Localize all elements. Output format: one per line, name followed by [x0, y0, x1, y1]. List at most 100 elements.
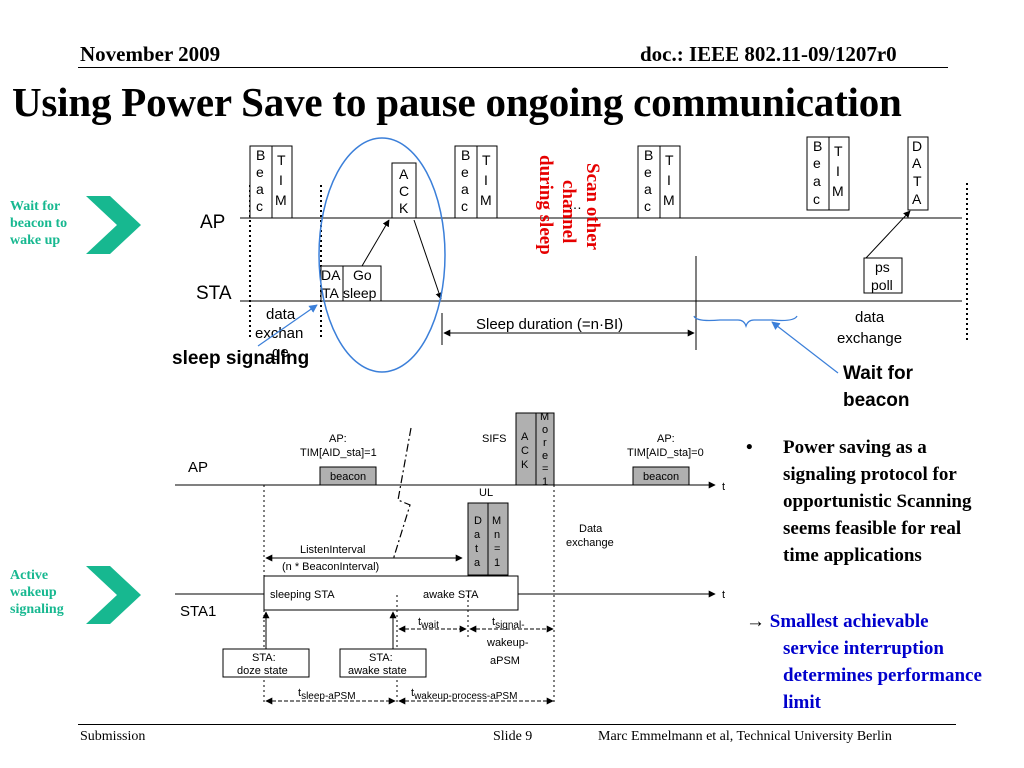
beacon-frame: B e a c	[806, 136, 830, 211]
header-date: November 2009	[80, 42, 221, 66]
data-exchange-right-label: data exchange	[837, 309, 902, 347]
tim-frame: T I M	[271, 145, 293, 219]
t-signal-label: tsignal- wakeup- aPSM	[486, 616, 529, 667]
svg-text:n: n	[494, 529, 500, 541]
sleeping-sta-label: sleeping STA	[270, 589, 335, 601]
ack-frame: A C K	[391, 162, 417, 219]
bullet-marker: •	[746, 437, 753, 458]
chevron-arrow-icon	[86, 566, 141, 624]
side-label-active-wakeup: Active wakeup signaling	[10, 567, 64, 618]
svg-text:c: c	[813, 191, 820, 207]
svg-text:D: D	[912, 138, 922, 154]
svg-text:wakeup-: wakeup-	[486, 637, 529, 649]
arrow-pspoll-to-data	[865, 210, 911, 259]
svg-text:DA: DA	[321, 267, 341, 283]
side-label-line: Wait for	[10, 199, 61, 214]
svg-text:B: B	[461, 147, 470, 163]
svg-text:beacon: beacon	[843, 390, 910, 411]
side-label-line: wakeup	[10, 585, 57, 600]
sleep-signaling-ellipse	[318, 137, 446, 373]
svg-text:Scan other: Scan other	[582, 163, 603, 251]
svg-text:Wait for: Wait for	[843, 363, 914, 384]
svg-text:A: A	[912, 155, 922, 171]
svg-text:beacon: beacon	[330, 471, 366, 483]
svg-text:Go: Go	[353, 267, 372, 283]
svg-text:T: T	[665, 152, 674, 168]
beacon-box: beacon	[319, 466, 377, 486]
header-doc-id: doc.: IEEE 802.11-09/1207r0	[640, 42, 897, 66]
svg-text:1: 1	[494, 557, 500, 569]
svg-text:poll: poll	[871, 277, 893, 293]
svg-text:c: c	[461, 198, 468, 214]
ellipsis: …	[568, 196, 582, 212]
t-wait-label: twait	[418, 616, 439, 631]
arrow-sta-to-ack	[361, 219, 390, 267]
mn-frame: M n = 1	[487, 502, 509, 576]
interruption-break-line	[392, 427, 412, 561]
svg-text:AP:: AP:	[657, 433, 675, 445]
svg-text:I: I	[484, 172, 488, 188]
svg-text:D: D	[474, 515, 482, 527]
svg-text:awake state: awake state	[348, 665, 407, 677]
svg-text:a: a	[256, 181, 264, 197]
svg-text:exchange: exchange	[566, 537, 614, 549]
svg-text:T: T	[482, 152, 491, 168]
ul-label: UL	[479, 487, 493, 499]
svg-text:M: M	[540, 411, 549, 423]
svg-text:I: I	[667, 172, 671, 188]
svg-text:a: a	[474, 557, 481, 569]
svg-text:data: data	[855, 309, 885, 326]
svg-text:STA:: STA:	[252, 652, 276, 664]
side-label-line: Active	[10, 568, 49, 583]
svg-text:e: e	[256, 164, 264, 180]
wait-beacon-brace	[693, 315, 798, 329]
svg-text:a: a	[474, 529, 481, 541]
tim-frame: T I M	[659, 145, 681, 219]
sta-data-frame: DA TA	[320, 265, 344, 302]
data-frame: D A T A	[907, 136, 929, 211]
beacon-frame: B e a c	[249, 145, 273, 219]
chevron-arrow-icon	[86, 196, 141, 254]
wait-beacon-pointer	[771, 321, 839, 374]
side-label-line: wake up	[10, 233, 61, 248]
wait-for-beacon-label: Wait for beacon	[843, 363, 914, 411]
svg-text:I: I	[279, 172, 283, 188]
bottom-data-exchange-label: Data exchange	[566, 523, 614, 549]
svg-text:M: M	[480, 192, 492, 208]
footer-author: Marc Emmelmann et al, Technical Universi…	[598, 729, 892, 744]
data-exchange-left-label: data exchan ge	[255, 306, 303, 361]
beacon-frame: B e a c	[637, 145, 661, 219]
slide-title: Using Power Save to pause ongoing commun…	[12, 79, 902, 125]
svg-text:C: C	[521, 445, 529, 457]
bullet-smallest-interruption: → Smallest achievable service interrupti…	[746, 608, 982, 716]
arrow-right-icon: →	[746, 611, 765, 632]
svg-text:tsignal-: tsignal-	[492, 616, 525, 631]
svg-text:ListenInterval: ListenInterval	[300, 544, 365, 556]
sifs-label: SIFS	[482, 433, 506, 445]
bullet-line: seems feasible for real	[783, 518, 962, 539]
svg-text:e: e	[813, 155, 821, 171]
svg-text:exchan: exchan	[255, 325, 303, 342]
sleep-duration-label: Sleep duration (=n·BI)	[476, 316, 623, 333]
svg-text:A: A	[399, 166, 409, 182]
svg-text:o: o	[542, 424, 548, 436]
svg-text:B: B	[644, 147, 653, 163]
svg-text:during sleep: during sleep	[535, 155, 556, 255]
svg-text:T: T	[913, 173, 922, 189]
ul-data-frame: D a t a	[467, 502, 489, 576]
bottom-ack-frame: A C K	[515, 412, 537, 486]
beacon-frame: B e a c	[454, 145, 478, 219]
bullet-line: time applications	[783, 545, 922, 566]
t-sleep-label: tsleep-aPSM	[298, 687, 356, 702]
svg-text:doze state: doze state	[237, 665, 288, 677]
svg-text:M: M	[275, 192, 287, 208]
svg-text:e: e	[644, 164, 652, 180]
svg-text:T: T	[277, 152, 286, 168]
svg-text:B: B	[256, 147, 265, 163]
svg-text:T: T	[834, 143, 843, 159]
svg-text:K: K	[521, 459, 529, 471]
svg-text:aPSM: aPSM	[490, 655, 520, 667]
side-label-line: beacon to	[10, 216, 68, 231]
svg-text:ge: ge	[272, 344, 289, 361]
